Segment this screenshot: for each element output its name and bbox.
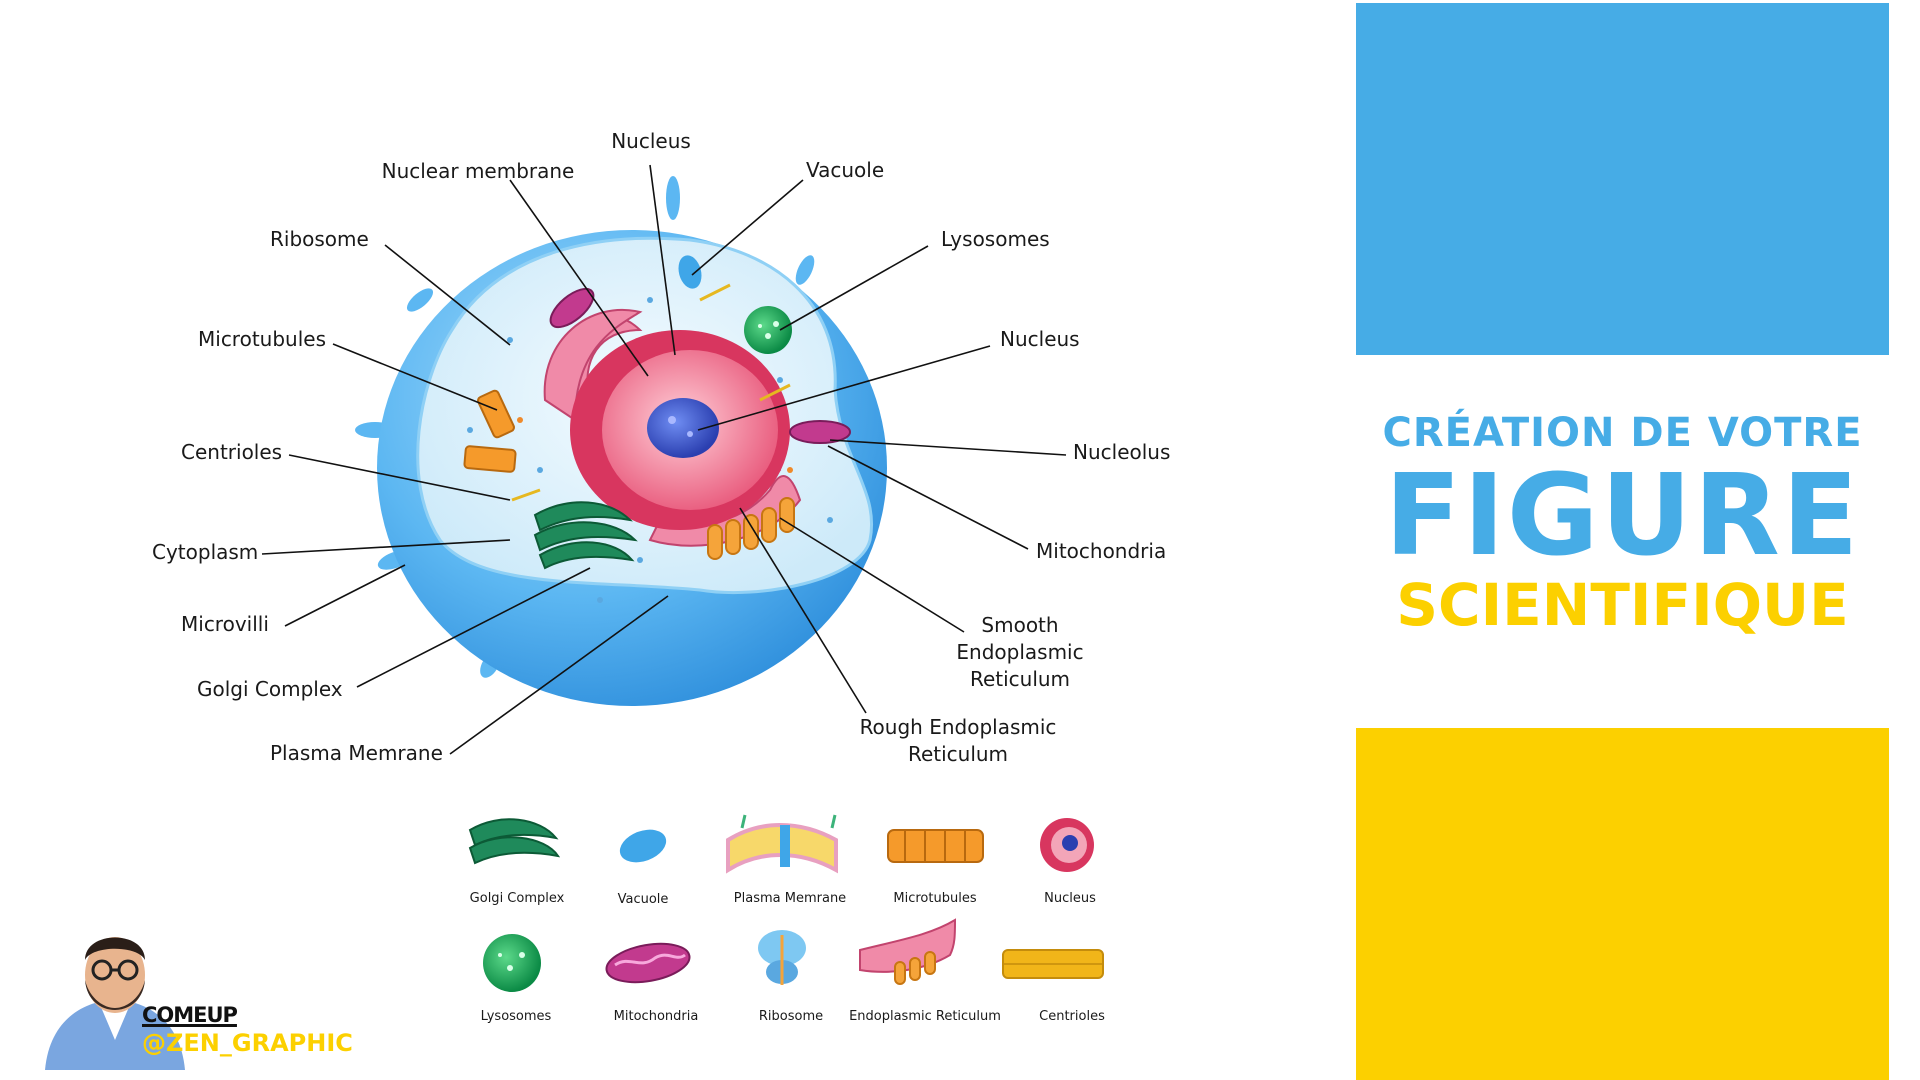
label-rough-er-2: Reticulum <box>908 742 1008 766</box>
legend-item-centrioles <box>1002 949 1104 979</box>
legend-label-mitochondria: Mitochondria <box>614 1009 699 1024</box>
microtubules-shape <box>463 389 517 473</box>
legend-label-nucleus: Nucleus <box>1044 891 1096 906</box>
smooth-er-shape <box>707 497 795 560</box>
legend-item-mitochondria <box>605 942 691 984</box>
centriole-line <box>511 488 541 502</box>
label-golgi-complex: Golgi Complex <box>197 677 343 701</box>
label-plasma-membrane: Plasma Memrane <box>270 741 443 765</box>
label-cytoplasm: Cytoplasm <box>152 540 258 564</box>
nucleolus-shape <box>647 398 719 458</box>
label-smooth-er-2: Endoplasmic <box>956 640 1083 664</box>
legend-item-er <box>859 918 957 985</box>
label-ribosome: Ribosome <box>270 227 369 251</box>
legend-label-microtubules: Microtubules <box>893 891 976 906</box>
ribosome-dots <box>467 297 833 603</box>
legend-item-nucleus <box>1040 818 1094 872</box>
title-line-2: FIGURE <box>1384 451 1861 581</box>
brand-logo: COMEUP <box>142 1003 238 1027</box>
label-microtubules: Microtubules <box>198 327 326 351</box>
brand-handle: @ZEN_GRAPHIC <box>142 1029 353 1057</box>
legend-item-microtubules <box>887 829 984 863</box>
avatar <box>45 937 185 1070</box>
side-blue-block <box>1356 3 1889 355</box>
brand: COMEUP @ZEN_GRAPHIC <box>142 1003 353 1057</box>
legend-label-golgi: Golgi Complex <box>470 891 565 906</box>
legend: Golgi Complex Vacuole Plasma Memrane Mic… <box>468 814 1105 1024</box>
legend-labels: Golgi Complex Vacuole Plasma Memrane Mic… <box>470 891 1105 1024</box>
label-nucleolus: Nucleolus <box>1073 440 1170 464</box>
label-smooth-er-1: Smooth <box>981 613 1058 637</box>
cell-illustration <box>355 176 887 706</box>
lysosome-shape <box>744 306 792 354</box>
label-centrioles: Centrioles <box>181 440 282 464</box>
label-rough-er-1: Rough Endoplasmic <box>860 715 1057 739</box>
legend-label-centrioles: Centrioles <box>1039 1009 1105 1024</box>
label-mitochondria: Mitochondria <box>1036 539 1166 563</box>
legend-item-ribosome <box>758 930 806 985</box>
legend-item-lysosomes <box>483 934 541 992</box>
title-line-1: CRÉATION DE VOTRE <box>1382 410 1863 456</box>
mitochondria-shape-2 <box>549 287 595 329</box>
title-line-3: SCIENTIFIQUE <box>1396 571 1849 639</box>
label-smooth-er-3: Reticulum <box>970 667 1070 691</box>
legend-label-ribosome: Ribosome <box>759 1009 823 1024</box>
legend-item-vacuole <box>619 829 667 863</box>
legend-label-lysosomes: Lysosomes <box>481 1009 552 1024</box>
label-nucleus-top: Nucleus <box>611 129 691 153</box>
label-nucleus-right: Nucleus <box>1000 327 1080 351</box>
label-lysosomes: Lysosomes <box>941 227 1050 251</box>
label-vacuole: Vacuole <box>806 158 884 182</box>
callout-labels: Nucleus Nuclear membrane Vacuole Ribosom… <box>152 129 1170 766</box>
leader-lines <box>261 164 1067 755</box>
side-yellow-block <box>1356 728 1889 1080</box>
legend-label-plasma-membrane: Plasma Memrane <box>734 891 846 906</box>
golgi-shape <box>533 501 638 570</box>
legend-label-er: Endoplasmic Reticulum <box>849 1009 1001 1024</box>
mitochondria-shape <box>789 420 851 444</box>
vacuole-shape <box>678 255 702 289</box>
legend-label-vacuole: Vacuole <box>618 892 669 907</box>
label-nuclear-membrane: Nuclear membrane <box>382 159 575 183</box>
legend-item-plasma-membrane <box>726 814 838 874</box>
side-title: CRÉATION DE VOTRE FIGURE SCIENTIFIQUE <box>1356 410 1889 636</box>
legend-item-golgi <box>468 818 561 865</box>
label-microvilli: Microvilli <box>181 612 269 636</box>
